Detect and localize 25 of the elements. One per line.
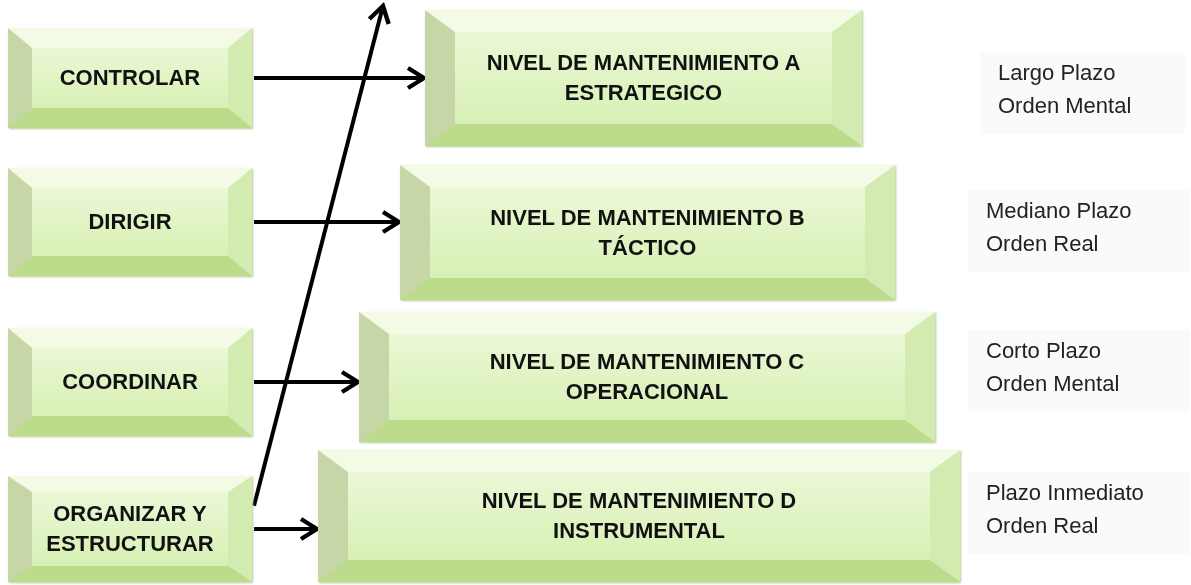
box-label: ORGANIZAR Y ESTRUCTURAR <box>45 500 215 558</box>
box-label: NIVEL DE MANTENIMIENTO C OPERACIONAL <box>488 348 806 406</box>
box-label: COORDINAR <box>62 368 198 397</box>
arrow <box>254 65 427 91</box>
bevel-box <box>8 476 252 582</box>
arrow <box>254 209 402 235</box>
bevel-box <box>8 328 252 436</box>
bevel-box <box>8 168 252 276</box>
side-note: Corto Plazo Orden Mental <box>986 337 1121 398</box>
box-label: NIVEL DE MANTENIMIENTO A ESTRATEGICO <box>485 49 802 107</box>
bevel-box <box>318 450 960 582</box>
arrow <box>252 3 391 507</box>
bevel-box <box>8 28 252 128</box>
arrow <box>254 369 361 395</box>
box-label: NIVEL DE MANTENIMIENTO B TÁCTICO <box>489 203 806 262</box>
bevel-box <box>425 10 862 146</box>
bevel-box <box>400 165 895 300</box>
bevel-box <box>359 312 935 442</box>
side-note: Plazo Inmediato Orden Real <box>986 479 1145 540</box>
side-note: Mediano Plazo Orden Real <box>986 197 1133 258</box>
box-label: CONTROLAR <box>59 64 201 93</box>
side-note: Largo Plazo Orden Mental <box>998 59 1133 120</box>
box-label: NIVEL DE MANTENIMIENTO D INSTRUMENTAL <box>480 487 798 545</box>
arrow <box>254 516 320 542</box>
box-label: DIRIGIR <box>88 208 172 237</box>
